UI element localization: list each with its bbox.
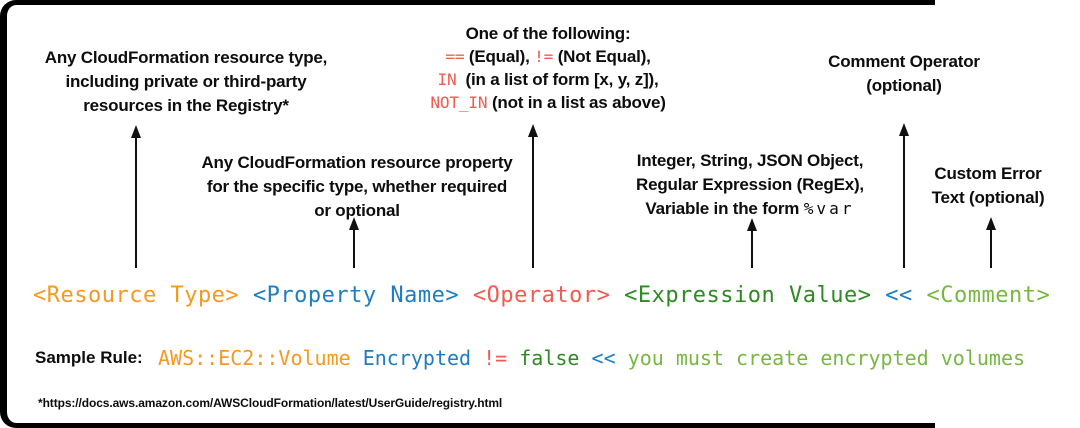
arrow-custom-error xyxy=(986,217,996,268)
arrow-comment-operator xyxy=(899,123,909,268)
arrow-operator xyxy=(528,124,538,268)
rule-syntax-line: <Resource Type> <Property Name> <Operato… xyxy=(33,283,1051,308)
arrow-expression-value xyxy=(747,218,757,268)
annotation-expression-value: Integer, String, JSON Object,Regular Exp… xyxy=(636,151,864,218)
annotation-resource-type: Any CloudFormation resource type,includi… xyxy=(44,48,328,115)
annotation-comment-operator: Comment Operator(optional) xyxy=(828,52,980,95)
footnote-url: *https://docs.aws.amazon.com/AWSCloudFor… xyxy=(38,396,503,410)
arrow-resource-type xyxy=(131,125,141,268)
annotation-operator-list: One of the following:== (Equal), != (Not… xyxy=(430,24,666,112)
sample-rule-code: AWS::EC2::Volume Encrypted != false << y… xyxy=(158,346,1026,370)
arrow-property-name xyxy=(349,217,359,268)
sample-rule-label: Sample Rule: xyxy=(35,348,143,367)
